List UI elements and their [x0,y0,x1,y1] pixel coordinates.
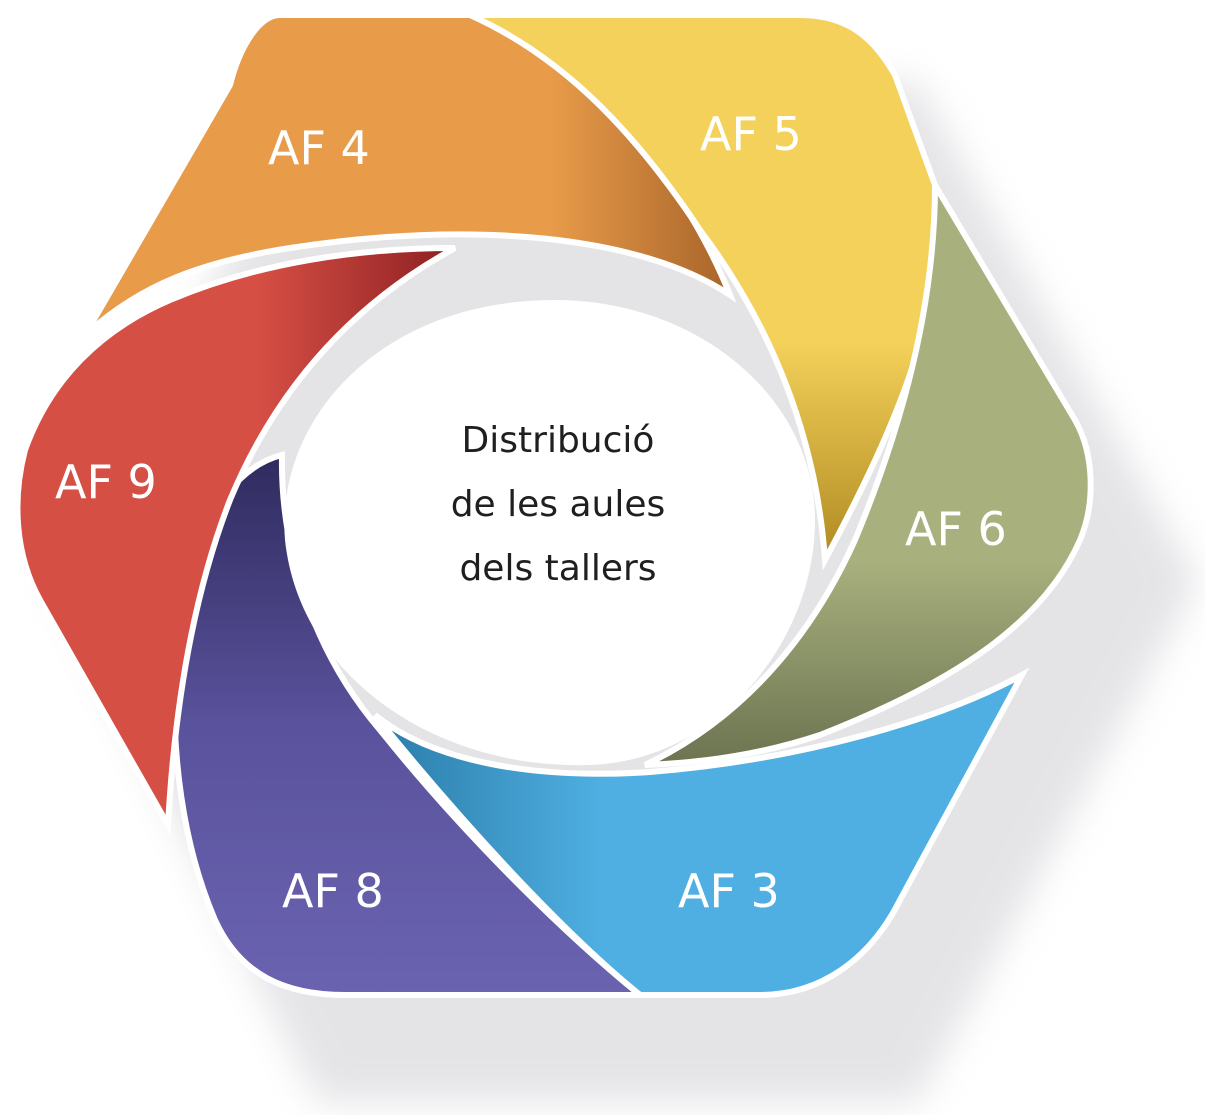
segment-label-af5: AF 5 [700,107,802,161]
segment-label-af6: AF 6 [905,502,1007,556]
segment-label-af8: AF 8 [282,864,384,918]
segment-af5 [468,12,941,571]
segment-af6 [643,174,1094,768]
center-title-line-1: Distribució [462,420,655,461]
center-title-line-3: dels tallers [459,548,656,589]
segment-label-af4: AF 4 [268,121,370,175]
segment-af9 [14,245,457,836]
segment-label-af9: AF 9 [55,455,157,509]
segment-af3 [372,667,1030,998]
segment-label-af3: AF 3 [678,864,780,918]
center-circle [284,300,815,766]
center-title-line-2: de les aules [451,484,666,525]
